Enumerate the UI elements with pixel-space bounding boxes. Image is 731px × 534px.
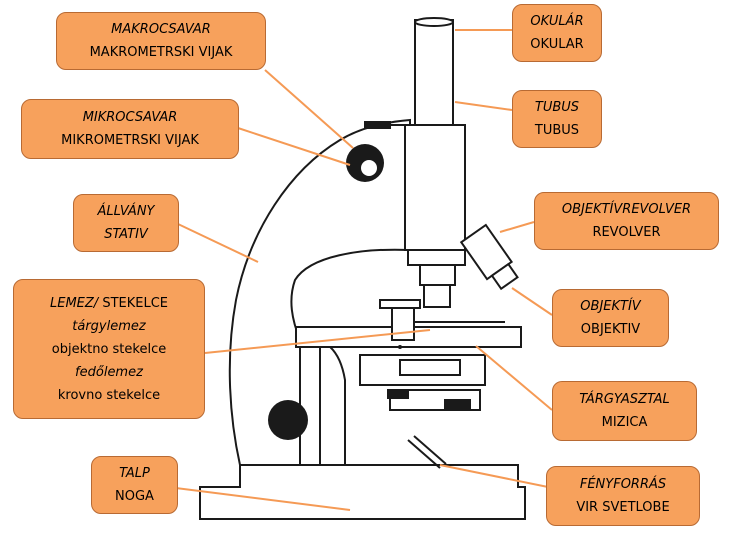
microscope-arm xyxy=(228,118,411,466)
tube xyxy=(404,124,466,251)
label-micro-hu: MIKROCSAVAR xyxy=(82,110,178,125)
eyepiece xyxy=(414,19,454,126)
label-light-sr: VIR SVETLOBE xyxy=(576,500,670,515)
label-revolver-hu: OBJEKTÍVREVOLVER xyxy=(561,202,692,217)
label-objective-hu: OBJEKTÍV xyxy=(580,299,641,314)
label-foot-sr: NOGA xyxy=(115,489,154,504)
label-slide-title-sr: STEKELCE xyxy=(102,295,168,311)
label-foot: TALP NOGA xyxy=(91,456,178,514)
leader-light xyxy=(439,464,549,488)
label-slide-line5: krovno stekelce xyxy=(57,387,161,403)
label-tube-sr: TUBUS xyxy=(534,123,580,138)
label-stand: ÁLLVÁNY STATIV xyxy=(73,194,179,252)
leader-foot xyxy=(151,484,351,511)
label-light: FÉNYFORRÁS VIR SVETLOBE xyxy=(546,466,700,526)
leader-macro xyxy=(264,69,354,149)
label-slide-line4: fedőlemez xyxy=(75,364,143,380)
label-stand-sr: STATIV xyxy=(104,227,148,242)
label-slide-line2: tárgylemez xyxy=(72,318,146,334)
label-tube-hu: TUBUS xyxy=(534,100,580,115)
revolver xyxy=(407,249,466,266)
leader-slide xyxy=(204,329,431,354)
label-stage-hu: TÁRGYASZTAL xyxy=(579,392,670,407)
label-slide-line3: objektno stekelce xyxy=(51,341,167,357)
label-objective-sr: OBJEKTIV xyxy=(580,322,641,337)
microscope-foot xyxy=(199,464,526,520)
label-slide-title-hu: LEMEZ/ xyxy=(49,295,99,311)
leader-micro xyxy=(237,127,351,166)
label-stand-hu: ÁLLVÁNY xyxy=(97,204,155,219)
label-objective: OBJEKTÍV OBJEKTIV xyxy=(552,289,669,347)
label-macro-hu: MAKROCSAVAR xyxy=(111,22,211,37)
label-slide: LEMEZ/ STEKELCE tárgylemez objektno stek… xyxy=(13,279,205,419)
leader-revolver xyxy=(499,221,535,233)
label-stage-sr: MIZICA xyxy=(601,415,648,430)
label-eyepiece-hu: OKULÁR xyxy=(530,14,584,29)
leader-tube xyxy=(454,101,513,111)
label-foot-hu: TALP xyxy=(119,466,150,481)
label-eyepiece: OKULÁR OKULAR xyxy=(512,4,602,62)
label-slide-title: LEMEZ/ STEKELCE xyxy=(50,292,168,315)
label-stage: TÁRGYASZTAL MIZICA xyxy=(552,381,697,441)
label-micro: MIKROCSAVAR MIKROMETRSKI VIJAK xyxy=(21,99,239,159)
label-eyepiece-sr: OKULAR xyxy=(530,37,584,52)
leader-stand xyxy=(177,223,259,263)
leader-objective xyxy=(511,287,553,316)
label-light-hu: FÉNYFORRÁS xyxy=(579,477,667,492)
label-micro-sr: MIKROMETRSKI VIJAK xyxy=(61,133,199,148)
leader-stage xyxy=(475,345,553,411)
label-macro-sr: MAKROMETRSKI VIJAK xyxy=(89,45,233,60)
label-macro: MAKROCSAVAR MAKROMETRSKI VIJAK xyxy=(56,12,266,70)
micro-knob xyxy=(268,400,308,440)
label-revolver: OBJEKTÍVREVOLVER REVOLVER xyxy=(534,192,719,250)
label-tube: TUBUS TUBUS xyxy=(512,90,602,148)
label-revolver-sr: REVOLVER xyxy=(592,225,661,240)
objective-front xyxy=(423,284,451,308)
